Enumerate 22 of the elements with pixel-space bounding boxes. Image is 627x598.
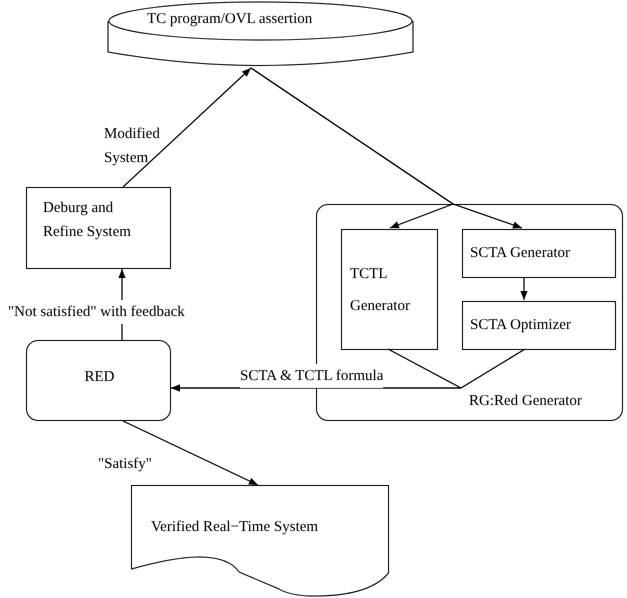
arrow	[122, 420, 258, 486]
node-label: RG:Red Generator	[469, 392, 583, 411]
document-shape	[131, 485, 389, 597]
arrow	[122, 68, 252, 188]
node-label: SCTA Generator	[470, 244, 572, 263]
process-box	[26, 187, 171, 269]
node-label: Verified Real−Time System	[151, 518, 320, 537]
storage-cylinder	[107, 1, 414, 68]
process-box	[462, 301, 616, 350]
arrow	[520, 277, 528, 300]
arrow	[171, 348, 526, 392]
arrow	[250, 68, 522, 229]
node-label: TCTL Generator	[350, 265, 411, 316]
edge-label: SCTA & TCTL formula	[240, 364, 384, 388]
process-box	[341, 229, 438, 350]
node-label: Deburg and Refine System	[43, 199, 132, 242]
edge-label: "Not satisfied" with feedback	[8, 300, 185, 324]
node-label: RED	[84, 368, 116, 387]
node-label: TC program/OVL assertion	[147, 10, 314, 29]
process-box	[26, 340, 171, 421]
node-label: SCTA Optimizer	[470, 316, 572, 335]
process-box	[462, 229, 616, 278]
